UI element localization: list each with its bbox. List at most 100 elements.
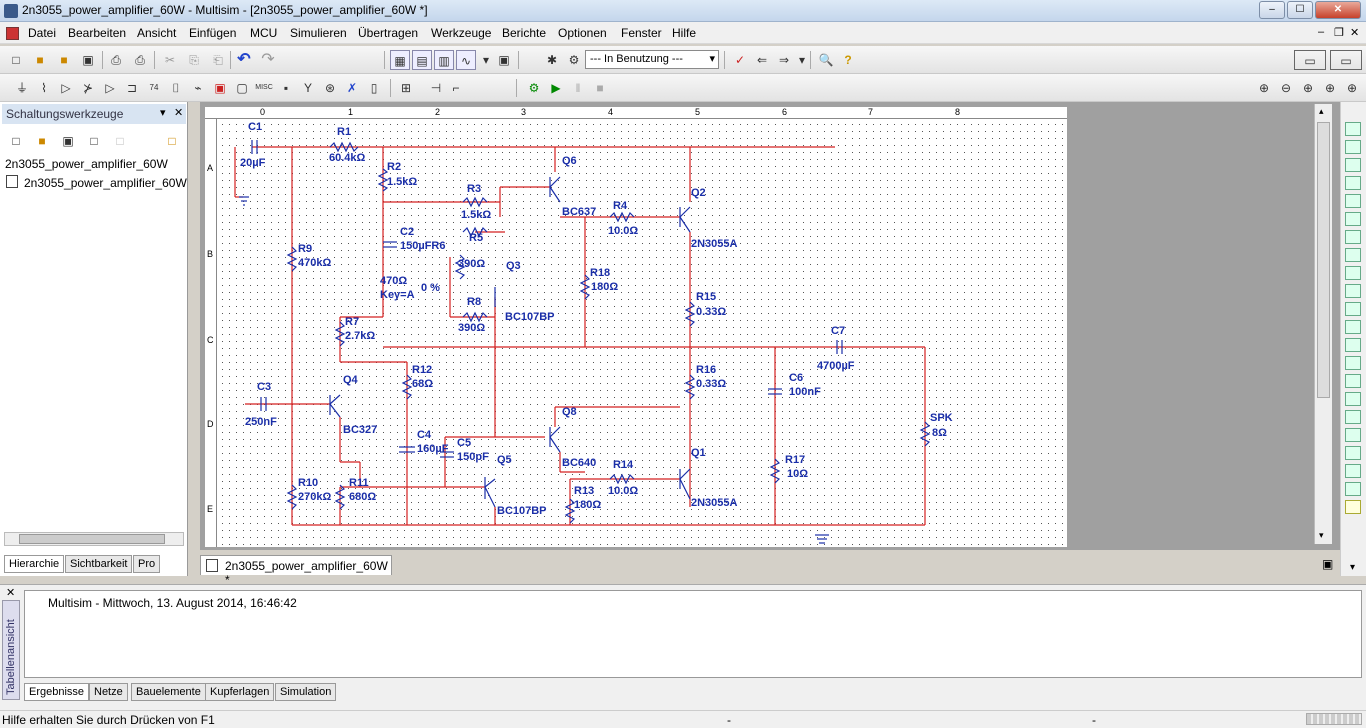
pause-icon[interactable]: ‖	[575, 81, 581, 95]
tab-kupferlagen[interactable]: Kupferlagen	[205, 683, 275, 701]
panel-close-icon[interactable]: ✕	[6, 587, 16, 599]
tab-ergebnisse[interactable]: Ergebnisse	[24, 683, 90, 701]
scroll-down-icon[interactable]: ▾	[1350, 562, 1356, 573]
tab-netze[interactable]: Netze	[89, 683, 128, 701]
resistor-icon[interactable]: ⌇	[41, 81, 47, 95]
hierarchical-block-icon[interactable]: ⊞	[400, 81, 412, 95]
misc-digital-icon[interactable]: ⌷	[172, 81, 180, 95]
menu-mcu[interactable]: MCU	[250, 26, 278, 40]
help-icon[interactable]: ?	[844, 53, 852, 67]
menu-optionen[interactable]: Optionen	[558, 26, 607, 40]
breadboard-icon[interactable]: ▭	[1330, 50, 1362, 70]
bode-plotter-icon[interactable]	[1345, 212, 1361, 226]
vertical-tab-tabellenansicht[interactable]: Tabellenansicht	[2, 600, 20, 700]
mdi-restore-icon[interactable]: ❐	[1334, 27, 1344, 39]
stop-icon[interactable]: ■	[596, 81, 604, 95]
scroll-down-icon[interactable]: ▾	[1319, 530, 1324, 540]
paste-icon[interactable]: ⎗	[213, 53, 223, 67]
redo-icon[interactable]: ↷	[261, 51, 275, 68]
menu-ansicht[interactable]: Ansicht	[137, 26, 177, 40]
mcu-icon[interactable]: ▯	[370, 81, 378, 95]
menu-datei[interactable]: Datei	[28, 26, 57, 40]
tab-document[interactable]: 2n3055_power_amplifier_60W *	[200, 555, 392, 587]
menu-uebertragen[interactable]: Übertragen	[358, 26, 419, 40]
labview-instrument-icon[interactable]	[1345, 446, 1361, 460]
logic-analyzer-icon[interactable]	[1345, 266, 1361, 280]
tree-item-file[interactable]: 2n3055_power_amplifier_60W	[24, 176, 187, 190]
analog-icon[interactable]: ▷	[105, 81, 115, 95]
run-icon[interactable]: ▶	[551, 81, 561, 95]
minimize-button[interactable]: –	[1259, 1, 1285, 19]
view-toggle-icon[interactable]: ▭	[1294, 50, 1326, 70]
print-icon[interactable]: ⎙	[111, 53, 121, 67]
close-button[interactable]: ✕	[1315, 1, 1361, 19]
fullscreen-icon[interactable]: ▦	[390, 50, 410, 70]
panel-close-icon[interactable]: ✕	[174, 107, 184, 119]
frequency-counter-icon[interactable]	[1345, 230, 1361, 244]
logic-converter-icon[interactable]	[1345, 284, 1361, 298]
sheet-properties-icon[interactable]: ▣	[1322, 557, 1334, 571]
tab-bauelemente[interactable]: Bauelemente	[131, 683, 206, 701]
dropdown-arrow-icon[interactable]: ▾	[482, 53, 490, 67]
delete-icon[interactable]: □	[116, 134, 124, 148]
in-use-list[interactable]: --- In Benutzung --- ▾	[585, 50, 719, 69]
tree-item-root[interactable]: 2n3055_power_amplifier_60W	[5, 157, 168, 171]
word-generator-icon[interactable]	[1345, 248, 1361, 262]
ttl-icon[interactable]: ⊐	[126, 81, 138, 95]
save-icon[interactable]: ▣	[62, 134, 74, 148]
tab-sichtbarkeit[interactable]: Sichtbarkeit	[65, 555, 133, 573]
forward-annotate-icon[interactable]: ⇒	[778, 53, 790, 67]
mdi-close-icon[interactable]: ✕	[1350, 27, 1360, 39]
ni-elvis-icon[interactable]	[1345, 464, 1361, 478]
grapher-icon[interactable]: ∿	[456, 50, 476, 70]
current-probe-icon[interactable]	[1345, 482, 1361, 496]
diode-icon[interactable]: ▷	[61, 81, 71, 95]
print-preview-icon[interactable]: ⎙	[135, 53, 145, 67]
new-icon[interactable]: □	[12, 53, 20, 67]
back-annotate-icon[interactable]: ⇐	[756, 53, 768, 67]
open-icon[interactable]: ■	[36, 53, 44, 67]
canvas-vertical-scrollbar[interactable]: ▴ ▾	[1314, 104, 1332, 544]
menu-hilfe[interactable]: Hilfe	[672, 26, 697, 40]
menu-fenster[interactable]: Fenster	[621, 26, 662, 40]
menu-werkzeuge[interactable]: Werkzeuge	[431, 26, 492, 40]
copy-icon[interactable]: ⎘	[189, 53, 199, 67]
tab-simulation[interactable]: Simulation	[275, 683, 337, 701]
cut-icon[interactable]: ✂	[164, 53, 176, 67]
agilent-multimeter-icon[interactable]	[1345, 392, 1361, 406]
zoom-in-icon[interactable]: ⊕	[1258, 81, 1270, 95]
postprocessor-icon[interactable]: ⚙	[568, 53, 580, 67]
tektronix-oscilloscope-icon[interactable]	[1345, 428, 1361, 442]
multimeter-icon[interactable]	[1345, 122, 1361, 136]
undo-icon[interactable]: ↶	[237, 51, 251, 68]
component-wizard-icon[interactable]: ✱	[546, 53, 558, 67]
spreadsheet-icon[interactable]: ▥	[434, 50, 454, 70]
indicator-icon[interactable]: ▣	[214, 81, 226, 95]
bus-icon[interactable]: ⊣	[430, 81, 442, 95]
oscilloscope-icon[interactable]	[1345, 176, 1361, 190]
misc-icon[interactable]: MISC	[255, 84, 273, 91]
zoom-out-icon[interactable]: ⊖	[1280, 81, 1292, 95]
erc-icon[interactable]: ✓	[734, 53, 746, 67]
menu-berichte[interactable]: Berichte	[502, 26, 547, 40]
zoom-fit-icon[interactable]: ⊕	[1324, 81, 1336, 95]
document-icon[interactable]	[6, 27, 19, 40]
wattmeter-icon[interactable]	[1345, 158, 1361, 172]
save-icon[interactable]: ▣	[82, 53, 94, 67]
cmos-icon[interactable]: 74	[149, 83, 159, 92]
simulate-switch-icon[interactable]: ⚙	[528, 81, 540, 95]
schematic-sheet[interactable]	[205, 107, 1067, 547]
transistor-icon[interactable]: ⊁	[82, 81, 94, 95]
tab-projektansicht[interactable]: Pro	[133, 555, 161, 573]
grid-icon[interactable]: ▤	[412, 50, 432, 70]
new-icon[interactable]: □	[12, 134, 20, 148]
open-icon[interactable]: ■	[38, 134, 46, 148]
menu-simulieren[interactable]: Simulieren	[290, 26, 347, 40]
agilent-generator-icon[interactable]	[1345, 374, 1361, 388]
new-sheet-icon[interactable]: □	[90, 134, 98, 148]
dropdown-arrow-icon[interactable]: ▾	[160, 107, 166, 119]
database-icon[interactable]: ▣	[498, 53, 510, 67]
search-icon[interactable]: 🔍	[818, 53, 834, 67]
mixed-icon[interactable]: ⌁	[194, 81, 202, 95]
scroll-up-icon[interactable]: ▴	[1319, 106, 1324, 116]
